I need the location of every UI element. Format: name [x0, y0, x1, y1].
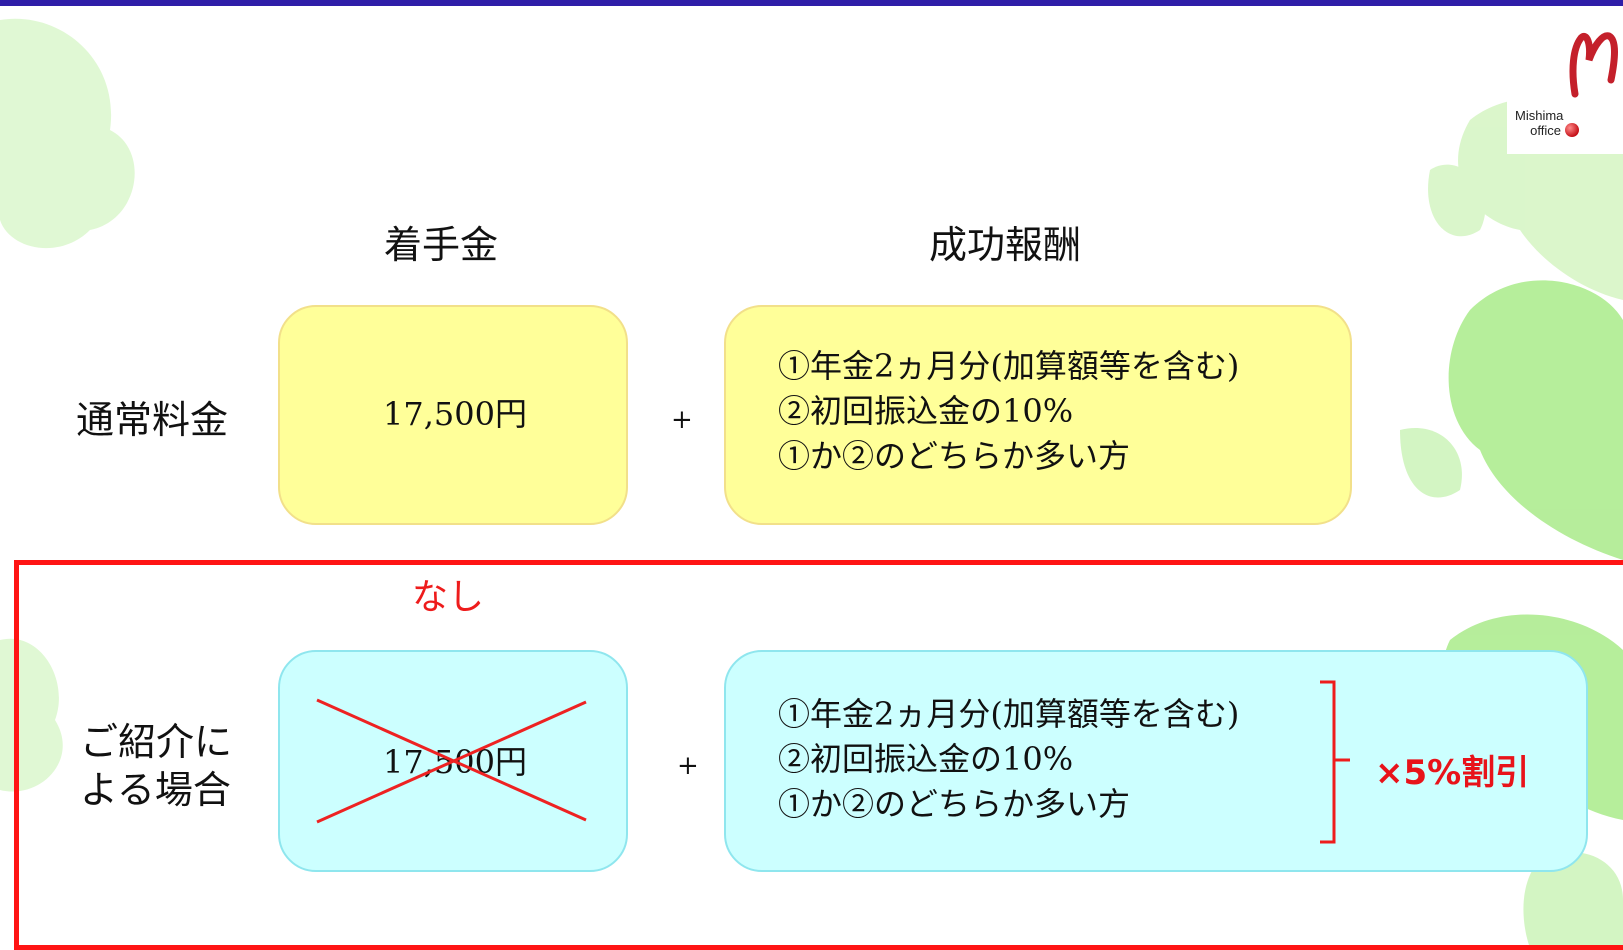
logo-text-mishima: Mishima — [1515, 108, 1564, 123]
referral-success-lines: ①年金2ヵ月分(加算額等を含む) ②初回振込金の10% ①か②のどちらか多い方 — [778, 692, 1239, 827]
row-label-normal: 通常料金 — [76, 398, 229, 442]
logo-text-office: office — [1530, 123, 1561, 138]
header-initial-fee: 着手金 — [383, 223, 498, 267]
logo-red-dot-icon — [1565, 123, 1579, 137]
success-line-1: ①年金2ヵ月分(加算額等を含む) — [778, 347, 1240, 385]
referral-initial-fee-box: 17,500円 — [278, 650, 628, 872]
success-line-3: ①か②のどちらか多い方 — [778, 437, 1131, 475]
mishima-office-logo: Mishima office — [1507, 30, 1623, 154]
none-label: なし — [412, 577, 485, 618]
right-brace-icon — [1320, 680, 1350, 844]
row-label-referral-line1: ご紹介に — [80, 720, 233, 764]
success-line-2: ②初回振込金の10% — [778, 392, 1074, 430]
row-label-referral-line2: よる場合 — [80, 768, 231, 812]
normal-success-fee-box: ①年金2ヵ月分(加算額等を含む) ②初回振込金の10% ①か②のどちらか多い方 — [724, 305, 1352, 525]
success-line-1: ①年金2ヵ月分(加算額等を含む) — [778, 695, 1240, 733]
success-line-2: ②初回振込金の10% — [778, 740, 1074, 778]
plus-sign-referral: + — [677, 751, 699, 781]
success-line-3: ①か②のどちらか多い方 — [778, 785, 1131, 823]
referral-success-fee-box: ①年金2ヵ月分(加算額等を含む) ②初回振込金の10% ①か②のどちらか多い方 — [724, 650, 1588, 872]
cross-out-mark-icon — [316, 698, 587, 824]
header-success-fee: 成功報酬 — [928, 223, 1081, 267]
normal-initial-fee-box: 17,500円 — [278, 305, 628, 525]
discount-label: ×5%割引 — [1375, 753, 1530, 793]
logo-m-mark — [1569, 32, 1618, 98]
normal-success-lines: ①年金2ヵ月分(加算額等を含む) ②初回振込金の10% ①か②のどちらか多い方 — [778, 344, 1239, 479]
normal-initial-amount: 17,500円 — [383, 395, 527, 433]
plus-sign-normal: + — [671, 405, 693, 435]
top-accent-bar — [0, 0, 1623, 6]
